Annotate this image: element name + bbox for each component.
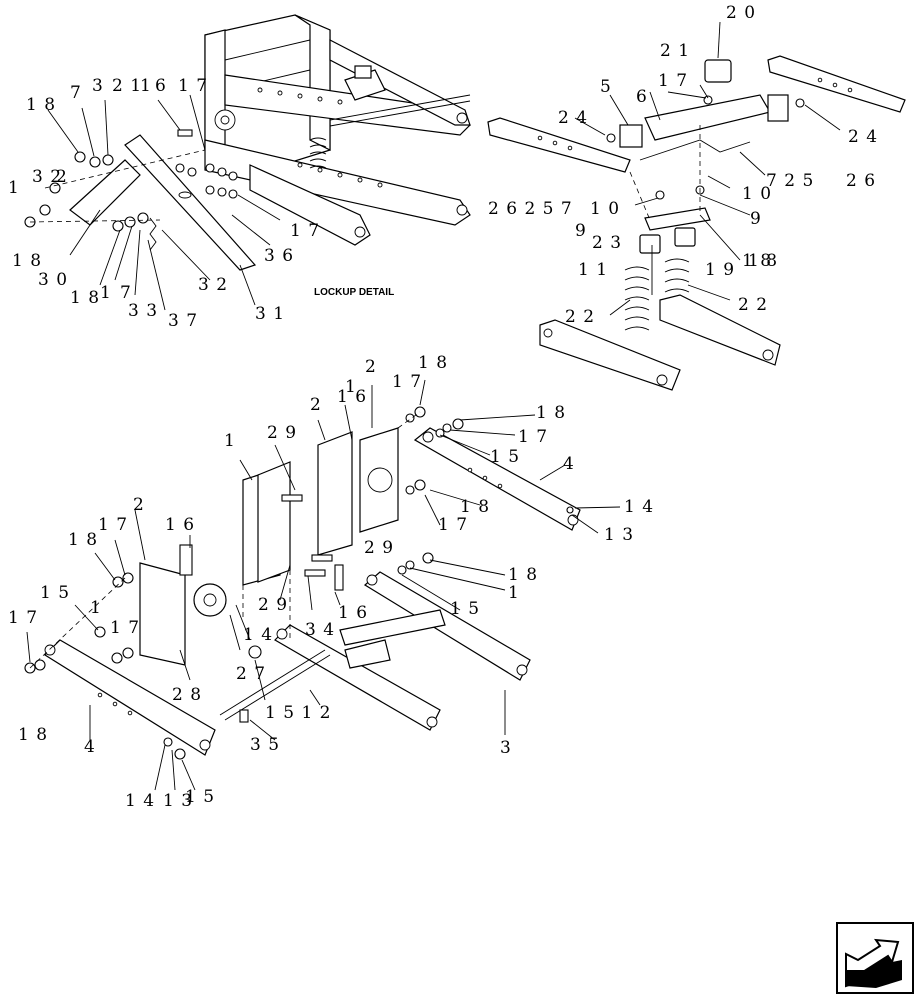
callout-1c: 1 [100,283,112,303]
callout-17b: 1 7 [290,221,320,241]
callout-7: 7 [70,83,82,103]
lower-exploded-assembly: 2 1 2 1 6 1 8 1 7 1 2 9 1 8 1 7 1 5 4 1 … [8,353,654,811]
callout-13a: 1 3 [604,525,634,545]
callout-30: 3 0 [38,270,68,290]
callout-18a: 1 8 [418,353,448,373]
callout-24b: 2 4 [848,127,878,147]
callout-27: 2 7 [236,664,266,684]
callout-17c: 1 7 [438,515,468,535]
callout-17e: 1 7 [8,608,38,628]
upper-left-assembly: 1 8 7 3 2 1 6 1 7 1 3 2 1 2 1 8 3 0 1 8 … [8,14,471,331]
callout-20: 2 0 [726,3,756,23]
callout-18r: 1 8 [742,251,772,271]
callout-6: 6 [155,76,167,96]
callout-13b: 1 3 [163,791,193,811]
callout-18f: 1 8 [18,725,48,745]
callout-18c: 1 8 [460,497,490,517]
callout-29a: 2 9 [267,423,297,443]
callout-16b: 1 6 [165,515,195,535]
callout-31: 3 1 [255,304,285,324]
callout-29b: 2 9 [364,538,394,558]
upper-right-lockup-detail: 2 0 2 1 1 7 5 6 2 4 2 4 7 2 5 2 6 2 6 2 … [487,3,906,391]
callout-17b: 1 7 [518,427,548,447]
callout-17: 1 7 [178,76,208,96]
callout-22b: 2 2 [565,307,595,327]
callout-10a: 1 0 [742,184,772,204]
page-turn-arrow-icon[interactable] [836,922,914,994]
callout-18r2: 1 8 [748,251,778,271]
callout-11: 1 1 [578,260,608,280]
callout-7b: 7 [120,283,132,303]
callout-15c: 1 5 [40,583,70,603]
callout-2c: 2 [133,495,145,515]
callout-32: 3 2 [32,167,62,187]
callout-14b: 1 4 [243,625,273,645]
callout-18: 1 8 [26,95,56,115]
callout-15b: 1 5 [450,599,480,619]
callout-26: 2 6 [846,171,876,191]
callout-262-57: 2 6 2 5 7 [488,199,573,219]
callout-15a: 1 5 [490,447,520,467]
callout-18b: 1 8 [536,403,566,423]
callout-10b: 1 0 [590,199,620,219]
callout-16a: 1 6 [337,387,367,407]
callout-2: 2 [56,167,68,187]
callout-29c: 2 9 [258,595,288,615]
callout-18c: 1 8 [70,288,100,308]
callout-2b: 2 [310,395,322,415]
callout-9a: 9 [750,209,762,229]
callout-17f: 1 7 [110,618,140,638]
callout-1d: 1 [508,583,520,603]
callout-1a: 1 [224,431,236,451]
callout-35: 3 5 [250,735,280,755]
callout-16c: 1 6 [338,603,368,623]
callout-6r: 6 [636,87,648,107]
callout-21r: 2 1 [660,41,690,61]
callout-17d: 1 7 [98,515,128,535]
callout-17r: 1 7 [658,71,688,91]
callout-22a: 2 2 [738,295,768,315]
callout-3: 3 [92,76,104,96]
callout-17a: 1 7 [392,372,422,392]
callout-1ab: 1 [345,377,357,397]
callout-14c: 1 4 [125,791,155,811]
callout-1e: 1 [90,598,102,618]
callout-725: 7 2 5 [766,171,814,191]
callout-21: 2 1 [112,76,142,96]
callout-1b: 1 [8,178,20,198]
callout-15d: 1 5 [185,787,215,807]
callout-4b: 4 [84,737,96,757]
callout-36: 3 6 [264,246,294,266]
callout-23: 2 3 [592,233,622,253]
callout-1: 1 [140,76,152,96]
callout-3: 3 [500,738,512,758]
callout-15-12: 1 5 1 2 [265,703,331,723]
callout-14a: 1 4 [624,497,654,517]
callout-5: 5 [600,77,612,97]
lockup-detail-caption: LOCKUP DETAIL [314,287,394,298]
callout-18b: 1 8 [12,251,42,271]
callout-24a: 2 4 [558,108,588,128]
callout-9b: 9 [575,221,587,241]
callout-33: 3 3 [128,301,158,321]
callout-4a: 4 [563,454,575,474]
callout-19: 1 9 [705,260,735,280]
callout-34: 3 4 [305,620,335,640]
callout-32b: 3 2 [198,275,228,295]
callout-37: 3 7 [168,311,198,331]
callout-2a: 2 [365,357,377,377]
callout-18e: 1 8 [508,565,538,585]
callout-28: 2 8 [172,685,202,705]
callout-18d: 1 8 [68,530,98,550]
